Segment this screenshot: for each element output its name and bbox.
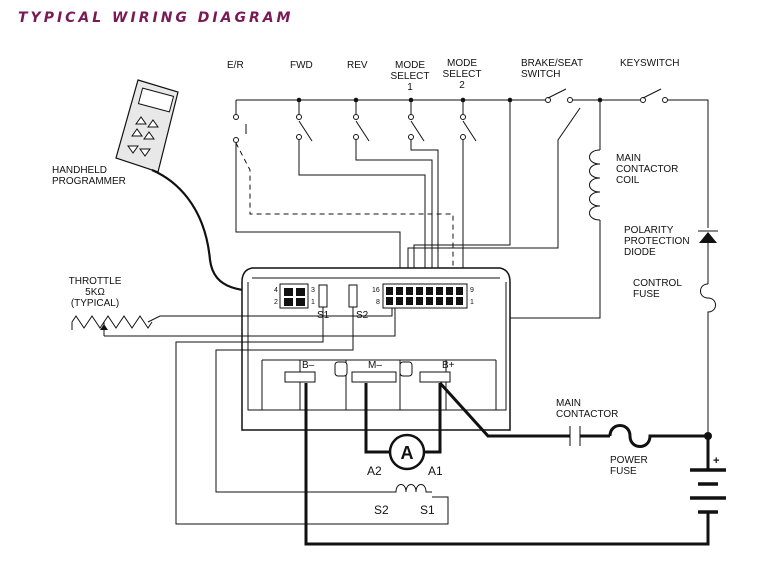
polarity-label-l2: PROTECTION [624, 236, 690, 247]
brake-seat-switch [407, 88, 581, 280]
pin-8-label: 8 [376, 299, 380, 306]
m-minus-cable [364, 383, 390, 454]
main-contactor-label-l2: CONTACTOR [556, 409, 618, 420]
s2-connector-slot [348, 284, 358, 308]
power-fuse-label-l2: FUSE [610, 466, 637, 477]
mode-select-1-switch [408, 100, 439, 280]
field-winding [382, 484, 432, 493]
mode-select-1-label-l2: SELECT [391, 71, 430, 82]
handheld-label-l2: PROGRAMMER [52, 176, 126, 187]
throttle-label-l3: (TYPICAL) [71, 298, 119, 309]
s1-connector-slot [318, 284, 328, 308]
s1-connector-label: S1 [317, 310, 330, 321]
mode-select-1-label-l1: MODE [395, 60, 425, 71]
pin-2-label: 2 [274, 299, 278, 306]
programmer-connector [279, 283, 309, 309]
polarity-label-l1: POLARITY [624, 225, 674, 236]
mode-select-1-label-l3: 1 [407, 82, 413, 93]
er-label: E/R [227, 60, 244, 71]
mode-select-2-label-l3: 2 [459, 80, 465, 91]
pin-3-label: 3 [311, 287, 315, 294]
motor-armature [388, 433, 426, 471]
s1-field-label: S1 [420, 503, 435, 517]
a1-label: A1 [428, 464, 443, 478]
er-switch [233, 100, 454, 280]
s1-field-wire [175, 307, 449, 525]
power-fuse-label-l1: POWER [610, 455, 648, 466]
control-fuse-label-l1: CONTROL [633, 278, 682, 289]
brake-seat-label-l1: BRAKE/SEAT [521, 58, 583, 69]
top-bus-wire [236, 99, 709, 228]
rev-switch [353, 100, 433, 280]
throttle-label-l2: 5KΩ [85, 287, 105, 298]
main-contactor [569, 426, 610, 446]
pin-16-label: 16 [372, 287, 380, 294]
main-contactor-label-l1: MAIN [556, 398, 581, 409]
a1-cable [424, 383, 442, 454]
s2-field-label: S2 [374, 503, 389, 517]
battery-plus-label: + [713, 455, 719, 467]
keyswitch-label: KEYSWITCH [620, 58, 679, 69]
handheld-programmer [115, 79, 179, 173]
pin-9-label: 9 [470, 287, 474, 294]
mode-select-2-switch [460, 100, 477, 280]
armature-label: A [401, 443, 414, 463]
throttle-label-l1: THROTTLE [69, 276, 122, 287]
keyswitch [640, 88, 668, 103]
bus-drop-wire [413, 100, 511, 280]
b-plus-label: B+ [442, 360, 455, 371]
b-minus-cable [304, 383, 710, 546]
mode-select-2-label-l1: MODE [447, 58, 477, 69]
control-connector-16pin [382, 283, 468, 309]
power-fuse [608, 424, 708, 448]
polarity-protection-diode [698, 230, 718, 284]
s2-field-wire [215, 307, 382, 493]
pin-4-label: 4 [274, 287, 278, 294]
brake-seat-label-l2: SWITCH [521, 69, 560, 80]
main-coil-label-l1: MAIN [616, 153, 641, 164]
s2-connector-label: S2 [356, 310, 369, 321]
fwd-label: FWD [290, 60, 313, 71]
pin-1b-label: 1 [470, 299, 474, 306]
throttle-potentiometer [71, 308, 396, 337]
battery [690, 436, 726, 522]
control-fuse-label-l2: FUSE [633, 289, 660, 300]
fwd-switch [296, 100, 426, 280]
handheld-label-l1: HANDHELD [52, 165, 107, 176]
pin-1-label: 1 [311, 299, 315, 306]
main-coil-label-l2: CONTACTOR [616, 164, 678, 175]
b-plus-cable [438, 381, 570, 438]
a2-label: A2 [367, 464, 382, 478]
rev-label: REV [347, 60, 368, 71]
diagram-title: TYPICAL WIRING DIAGRAM [18, 10, 294, 26]
b-minus-label: B– [302, 360, 315, 371]
control-fuse [700, 283, 716, 434]
mode-select-2-label-l2: SELECT [443, 69, 482, 80]
main-coil-label-l3: COIL [616, 175, 640, 186]
polarity-label-l3: DIODE [624, 247, 656, 258]
m-minus-label: M– [368, 360, 382, 371]
